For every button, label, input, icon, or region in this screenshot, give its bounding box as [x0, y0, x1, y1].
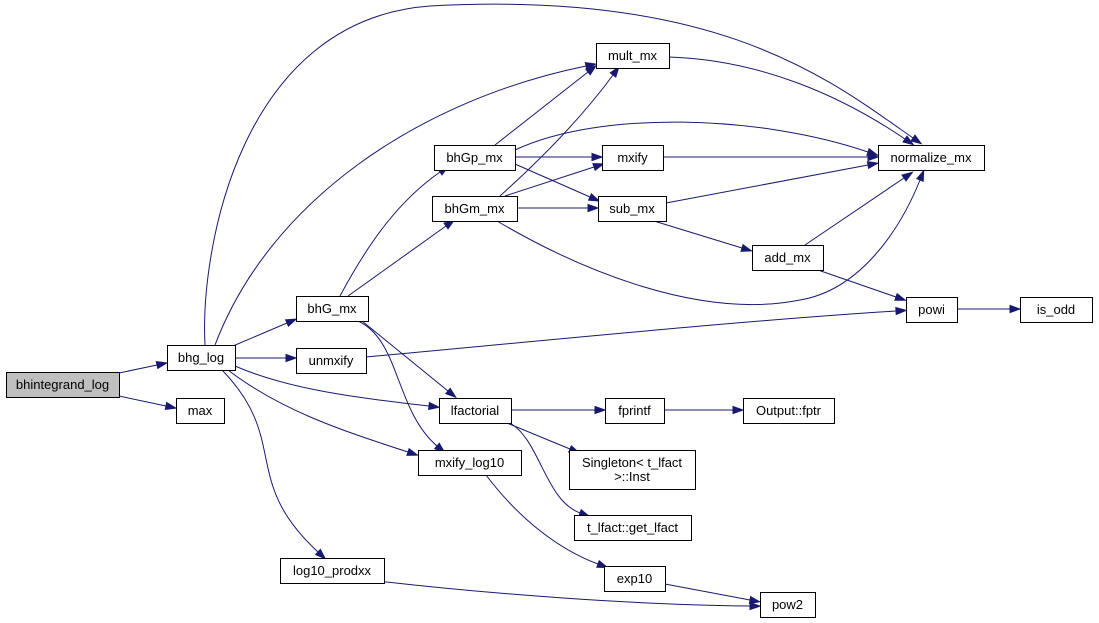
- edge-exp10-to-pow2: [664, 583, 762, 605]
- node-label: fprintf: [618, 403, 651, 418]
- edge-bhg_log-to-mult_mx: [214, 62, 598, 346]
- node-log10-prodxx[interactable]: log10_prodxx: [280, 558, 385, 584]
- edge-mxify_log10-to-exp10: [485, 474, 609, 569]
- node-fprintf[interactable]: fprintf: [605, 398, 665, 424]
- node-label: unmxify: [309, 353, 354, 368]
- edge-powi-to-is_odd: [957, 304, 1022, 314]
- edge-add_mx-to-normalize_mx: [804, 171, 914, 246]
- edge-bhG_mx-to-lfactorial: [361, 320, 457, 399]
- node-label: normalize_mx: [891, 150, 972, 165]
- node-label: sub_mx: [609, 201, 655, 216]
- node-powi[interactable]: powi: [906, 297, 958, 323]
- node-label: mxify: [617, 150, 648, 165]
- node-output-fptr[interactable]: Output::fptr: [743, 398, 835, 424]
- node-label: bhintegrand_log: [16, 377, 109, 392]
- edge-mult_mx-to-normalize_mx: [668, 56, 915, 146]
- node-label: Output::fptr: [756, 403, 822, 418]
- edge-bhg_log-to-mxify_log10: [227, 369, 419, 456]
- node-label: is_odd: [1037, 302, 1075, 317]
- node-label: mxify_log10: [435, 455, 504, 470]
- node-exp10[interactable]: exp10: [604, 566, 666, 592]
- node-pow2[interactable]: pow2: [760, 592, 816, 618]
- node-label: powi: [918, 302, 945, 317]
- edge-bhg_log-to-bhG_mx: [232, 318, 298, 347]
- edge-sub_mx-to-normalize_mx: [665, 160, 880, 204]
- edge-fprintf-to-output_fptr: [664, 405, 745, 415]
- node-label: mult_mx: [608, 48, 658, 63]
- node-bhG-mx[interactable]: bhG_mx: [296, 296, 369, 322]
- edge-unmxify-to-powi: [365, 306, 908, 358]
- edge-sub_mx-to-add_mx: [653, 220, 754, 252]
- node-normalize-mx[interactable]: normalize_mx: [878, 145, 985, 171]
- node-label: >::Inst: [614, 469, 650, 484]
- edge-bhg_log-to-unmxify: [235, 353, 298, 363]
- node-singleton-inst[interactable]: Singleton< t_lfact>::Inst: [569, 450, 696, 490]
- edge-lfactorial-to-fprintf: [511, 405, 607, 415]
- edge-bhg_log-to-lfactorial: [234, 365, 441, 411]
- node-sub-mx[interactable]: sub_mx: [598, 196, 667, 222]
- node-label: Singleton< t_lfact: [582, 455, 682, 470]
- edge-log10_prodxx-to-pow2: [377, 580, 762, 611]
- edge-bhGp_mx-to-mult_mx: [494, 64, 598, 146]
- node-label: bhGp_mx: [446, 150, 503, 165]
- node-mult-mx[interactable]: mult_mx: [596, 43, 670, 69]
- edge-bhG_mx-to-bhGm_mx: [347, 219, 456, 297]
- node-label: t_lfact::get_lfact: [587, 520, 678, 535]
- edge-mxify-to-normalize_mx: [663, 152, 880, 162]
- node-label: bhg_log: [178, 350, 224, 365]
- edge-bhintegrand_log-to-max: [118, 395, 178, 410]
- node-label: add_mx: [764, 250, 811, 265]
- node-lfactorial[interactable]: lfactorial: [439, 398, 512, 424]
- edge-lfactorial-to-get_lfact: [509, 422, 591, 518]
- node-bhGm-mx[interactable]: bhGm_mx: [432, 196, 518, 222]
- node-label: pow2: [772, 597, 803, 612]
- node-add-mx[interactable]: add_mx: [752, 245, 824, 271]
- node-unmxify[interactable]: unmxify: [296, 348, 367, 374]
- edge-bhGp_mx-to-mxify: [515, 152, 604, 162]
- node-mxify-log10[interactable]: mxify_log10: [418, 450, 522, 476]
- edge-bhG_mx-to-bhGp_mx: [339, 165, 450, 297]
- node-mxify[interactable]: mxify: [602, 145, 664, 171]
- edge-add_mx-to-powi: [817, 269, 907, 301]
- edge-bhg_log-to-normalize_mx: [204, 3, 923, 346]
- edges-layer: [118, 3, 1022, 611]
- edge-bhGm_mx-to-sub_mx: [517, 203, 600, 213]
- edge-bhg_log-to-log10_prodxx: [221, 369, 327, 560]
- node-label: bhG_mx: [307, 301, 357, 316]
- node-is-odd[interactable]: is_odd: [1020, 297, 1093, 323]
- node-bhGp-mx[interactable]: bhGp_mx: [434, 145, 516, 171]
- edge-bhGm_mx-to-mxify: [504, 163, 605, 197]
- node-label: lfactorial: [451, 403, 500, 418]
- node-get-lfact[interactable]: t_lfact::get_lfact: [574, 515, 692, 541]
- node-label: bhGm_mx: [445, 201, 505, 216]
- edge-bhG_mx-to-mxify_log10: [357, 320, 446, 454]
- node-bhintegrand-log[interactable]: bhintegrand_log: [6, 372, 120, 398]
- node-label: max: [188, 403, 213, 418]
- edge-bhGm_mx-to-normalize_mx: [496, 169, 925, 306]
- edge-lfactorial-to-singleton_inst: [506, 422, 581, 454]
- node-label: exp10: [617, 571, 652, 586]
- node-bhg-log[interactable]: bhg_log: [167, 345, 236, 371]
- node-label: log10_prodxx: [293, 563, 372, 578]
- edge-bhintegrand_log-to-bhg_log: [118, 361, 169, 374]
- edge-bhGm_mx-to-mult_mx: [499, 65, 620, 197]
- node-max[interactable]: max: [176, 398, 225, 424]
